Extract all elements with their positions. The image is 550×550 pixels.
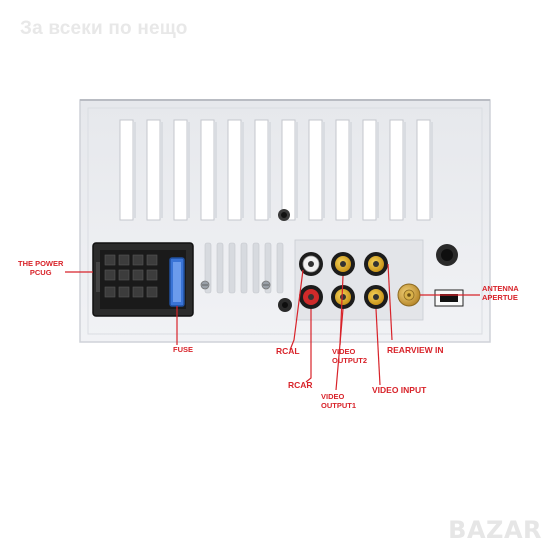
rca-jack-yellow [364,285,388,309]
vent-slots [204,242,284,294]
bazar-logo: BAZAR [448,516,542,544]
rcal-label: RCAL [276,346,300,356]
power-plug-socket [92,242,194,317]
rcar-label: RCAR [288,380,313,390]
video-input-label: VIDEO INPUT [372,385,427,395]
rca-jack-yellow [364,252,388,276]
video-output1-label-line1: VIDEO [321,392,345,401]
antenna-jack [397,283,421,307]
video-output1-label: VIDEO OUTPUT1 [321,392,357,410]
antenna-label-line2: APERTUE [482,292,518,302]
heat-sink-fins [119,119,431,221]
video-output2-label-line1: VIDEO [332,347,356,356]
callout-lines [65,263,480,391]
video-output2-label: VIDEO OUTPUT2 [332,347,368,365]
rca-jack-white [299,252,323,276]
power-plug-label: THE POWER PCUG [18,259,64,277]
video-output2-label-line2: OUTPUT2 [332,355,368,365]
fuse-icon [169,257,185,307]
power-plug-label-line1: THE POWER [18,259,64,268]
rca-jack-red [299,285,323,309]
antenna-label-line1: ANTENNA [482,284,519,293]
rca-jack-yellow [331,252,355,276]
antenna-label: ANTENNA APERTUE [482,284,519,302]
fuse-label: FUSE [173,345,194,354]
power-plug-label-line2: PCUG [29,267,52,277]
rearview-in-label: REARVIEW IN [387,345,444,355]
video-output1-label-line2: OUTPUT1 [321,400,357,410]
rca-jack-yellow [331,285,355,309]
watermark-text: За всеки по нещо [20,18,188,39]
